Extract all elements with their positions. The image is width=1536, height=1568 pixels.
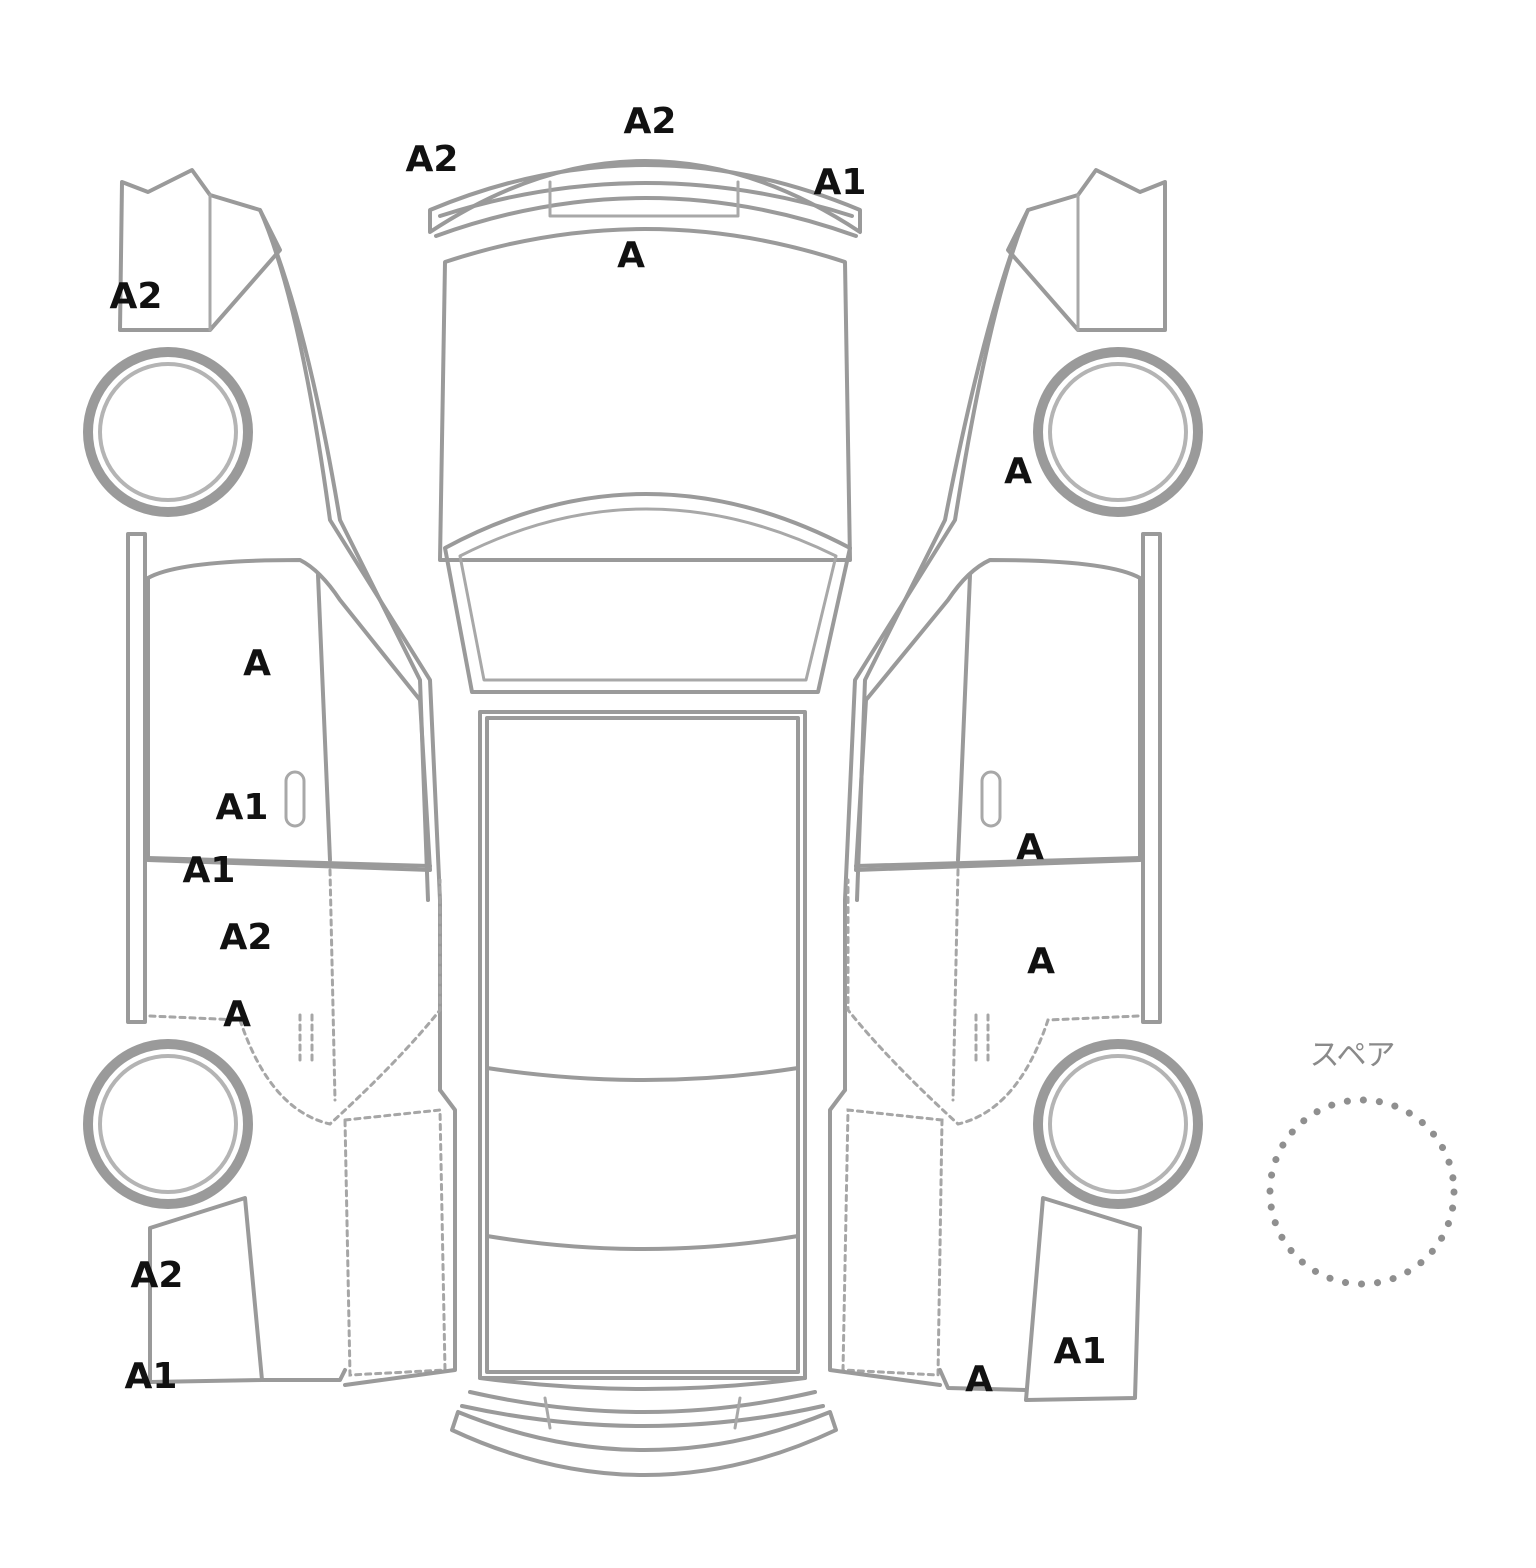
grade-trunk-lid: A xyxy=(617,235,645,276)
top-view-car xyxy=(428,159,862,1477)
spare-tire-dotted-circle xyxy=(1266,1096,1458,1288)
grade-right-rear-door-lower: A xyxy=(1016,827,1044,868)
grade-rear-bumper-right: A1 xyxy=(813,162,867,203)
grade-right-front-fender-lower: A xyxy=(965,1359,993,1400)
grade-rear-bumper-top: A2 xyxy=(623,101,677,142)
spare-label: スペア xyxy=(1309,1038,1396,1073)
grade-left-rear-door-lower: A1 xyxy=(215,787,269,828)
grade-left-front-door: A2 xyxy=(219,917,273,958)
left-side-car xyxy=(83,168,457,1387)
grade-rear-bumper-left: A2 xyxy=(405,139,459,180)
grade-right-front-fender: A1 xyxy=(1053,1331,1107,1372)
grade-right-rear-quarter: A xyxy=(1004,451,1032,492)
grade-left-rear-door: A xyxy=(243,643,271,684)
grade-left-front-door-lower: A xyxy=(223,994,251,1035)
grade-left-rear-quarter-upper: A2 xyxy=(109,276,163,317)
grade-left-front-fender-lower: A1 xyxy=(124,1356,178,1397)
right-side-car xyxy=(828,168,1203,1402)
grade-left-front-fender: A2 xyxy=(130,1255,184,1296)
grade-right-front-door: A xyxy=(1027,941,1055,982)
grade-left-front-door-upper: A1 xyxy=(182,850,236,891)
